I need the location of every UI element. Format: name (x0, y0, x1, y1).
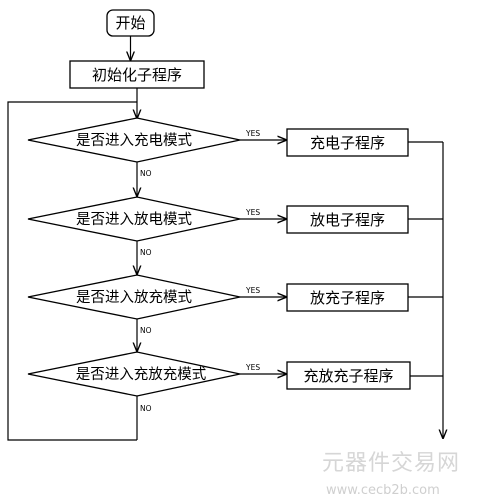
d1-yes-label: YES (245, 129, 260, 138)
d3-no-label: NO (140, 326, 152, 335)
action-3-label: 放充子程序 (310, 289, 385, 307)
action-4-label: 充放充子程序 (303, 367, 393, 385)
decision-3-label: 是否进入放充模式 (76, 289, 192, 306)
d4-no-label: NO (140, 404, 152, 413)
decision-1-label: 是否进入充电模式 (76, 132, 192, 149)
action-1-label: 充电子程序 (310, 134, 385, 152)
action-4-box (286, 361, 411, 390)
action-2-label: 放电子程序 (310, 211, 385, 229)
d3-yes-label: YES (245, 286, 260, 295)
d2-no-label: NO (140, 248, 152, 257)
watermark-url: www.cecb2b.com (326, 483, 440, 498)
action-2-box (286, 205, 409, 234)
start-label: 开始 (115, 14, 145, 32)
d2-yes-label: YES (245, 208, 260, 217)
d1-no-label: NO (140, 169, 152, 178)
init-process-box (69, 60, 205, 89)
watermark-text: 元器件交易网 (322, 451, 460, 476)
decision-4-label: 是否进入充放充模式 (76, 366, 207, 383)
action-1-box (286, 128, 409, 157)
decision-2-label: 是否进入放电模式 (76, 211, 192, 228)
init-process-label: 初始化子程序 (92, 66, 182, 84)
loop-back-line (7, 101, 137, 441)
d4-yes-label: YES (245, 363, 260, 372)
